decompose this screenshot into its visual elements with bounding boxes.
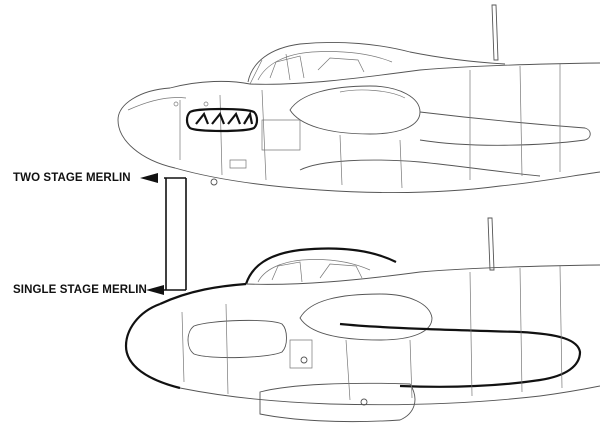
two-stage-aircraft [117, 4, 600, 194]
single-stage-label: SINGLE STAGE MERLIN [13, 284, 147, 296]
top-canopy [247, 41, 506, 83]
bottom-canopy [244, 247, 397, 285]
antenna-mast-lower [487, 217, 495, 271]
single-stage-aircraft [124, 217, 600, 423]
bottom-exhaust-shroud [187, 319, 287, 359]
antenna-mast [491, 4, 499, 61]
comparison-bracket [164, 177, 187, 291]
two-stage-arrow-icon [140, 173, 158, 183]
bottom-belly [179, 385, 600, 406]
top-belly [174, 167, 600, 194]
two-stage-label: TWO STAGE MERLIN [13, 172, 131, 184]
single-stage-arrow-icon [146, 285, 164, 295]
bottom-fuselage-upper [245, 264, 600, 285]
bottom-nose [124, 302, 181, 390]
top-fuselage-upper [169, 62, 600, 89]
top-engine-nacelle [289, 85, 421, 135]
two-stage-exhaust-stubs [185, 107, 259, 133]
top-nose [117, 87, 176, 169]
bottom-engine-nacelle [299, 293, 433, 341]
